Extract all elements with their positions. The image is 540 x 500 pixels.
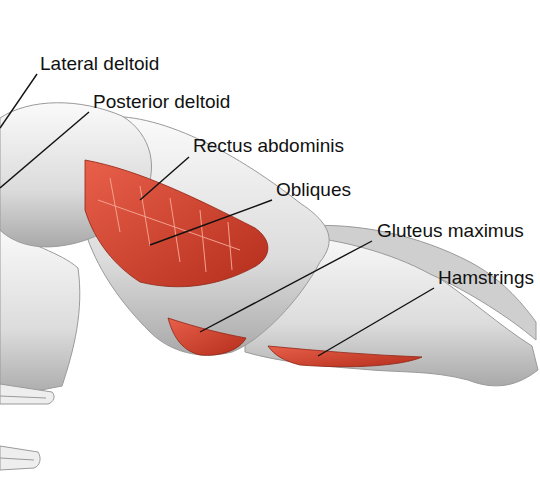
leader-line <box>200 241 372 332</box>
abdominals <box>85 160 268 287</box>
leader-lines <box>0 74 434 356</box>
leader-line <box>140 157 189 200</box>
leader-line <box>150 200 272 245</box>
hand <box>0 384 54 404</box>
arm <box>0 226 80 398</box>
muscle-label: Posterior deltoid <box>93 90 230 113</box>
muscle-label: Rectus abdominis <box>193 134 344 157</box>
muscle-label: Hamstrings <box>438 266 534 289</box>
leader-line <box>0 112 89 188</box>
glute <box>168 318 246 355</box>
muscle-label: Lateral deltoid <box>40 52 159 75</box>
muscle-striations <box>98 178 240 272</box>
muscle-label: Obliques <box>276 178 351 201</box>
hamstring <box>268 346 422 367</box>
leader-line <box>0 74 37 128</box>
finger-lines <box>0 396 46 460</box>
body <box>0 103 538 470</box>
muscle-label: Gluteus maximus <box>377 219 524 242</box>
far-leg <box>300 225 536 340</box>
leader-line <box>318 288 434 356</box>
highlighted-muscles <box>85 160 422 367</box>
